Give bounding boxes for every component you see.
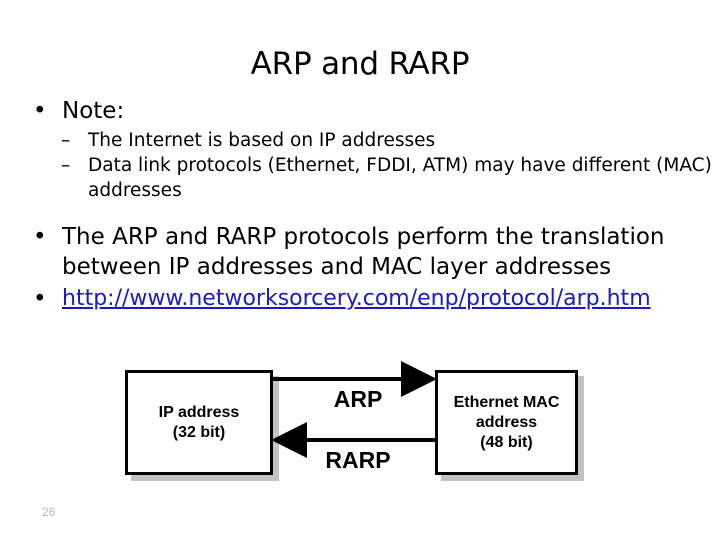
bullet-arp-translation: • The ARP and RARP protocols perform the… bbox=[0, 222, 720, 282]
right-box-line2: address bbox=[475, 413, 538, 431]
right-box-line3: (48 bit) bbox=[480, 433, 533, 451]
left-box-line2: (32 bit) bbox=[172, 423, 226, 441]
reference-hyperlink[interactable]: http://www.networksorcery.com/enp/protoc… bbox=[62, 286, 651, 311]
bullet-datalink-mac: – Data link protocols (Ethernet, FDDI, A… bbox=[0, 153, 720, 203]
dash-marker: – bbox=[61, 130, 71, 151]
bullet-arp-translation-text: The ARP and RARP protocols perform the t… bbox=[62, 224, 665, 280]
left-box-ip-address: IP address (32 bit) bbox=[125, 370, 273, 475]
bullet-marker: • bbox=[33, 286, 47, 312]
page-title: ARP and RARP bbox=[250, 46, 470, 82]
bullet-note-text: Note: bbox=[62, 98, 125, 124]
bullet-datalink-mac-text: Data link protocols (Ethernet, FDDI, ATM… bbox=[88, 155, 712, 201]
left-box-line1: IP address bbox=[158, 403, 240, 421]
right-box-line1: Ethernet MAC bbox=[453, 393, 560, 411]
bullet-note: • Note: bbox=[0, 96, 720, 126]
right-box-mac-address: Ethernet MAC address (48 bit) bbox=[435, 370, 578, 475]
bullet-internet-ip: – The Internet is based on IP addresses bbox=[0, 128, 720, 153]
arrow-label-rarp: RARP bbox=[325, 447, 391, 473]
page-number: 26 bbox=[42, 505, 56, 519]
arrow-label-arp: ARP bbox=[333, 386, 383, 412]
arrow-layer bbox=[271, 361, 437, 458]
arp-rarp-diagram: IP address (32 bit) Ethernet MAC address… bbox=[118, 361, 598, 487]
bullet-marker: • bbox=[33, 224, 47, 250]
dash-marker: – bbox=[61, 155, 71, 176]
bullet-reference-link[interactable]: • http://www.networksorcery.com/enp/prot… bbox=[0, 284, 720, 314]
bullet-marker: • bbox=[33, 98, 47, 124]
bullet-internet-ip-text: The Internet is based on IP addresses bbox=[88, 130, 436, 151]
slide-body: • Note: – The Internet is based on IP ad… bbox=[0, 96, 720, 316]
